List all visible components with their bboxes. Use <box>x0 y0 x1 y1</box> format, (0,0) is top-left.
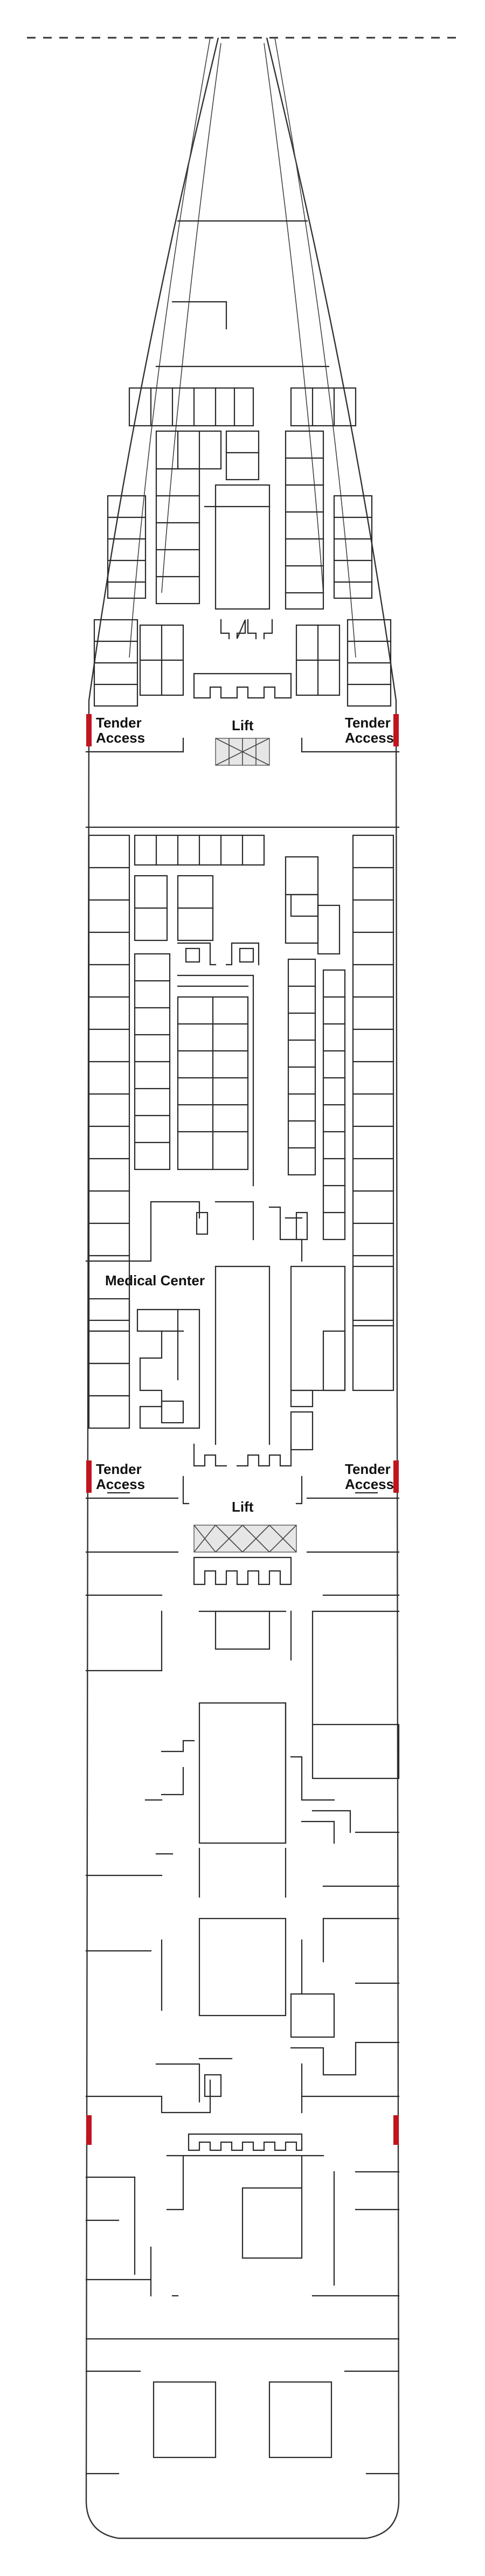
tender-marker-starboard-1 <box>393 714 399 746</box>
aft-section <box>85 1551 400 2475</box>
tender-marker-port-2 <box>86 1460 92 1493</box>
tender-marker-port-3 <box>86 2115 92 2145</box>
lift-1-stairs <box>215 738 270 766</box>
tender-access-label-port-1-line2: Access <box>96 730 145 746</box>
hull-outline <box>85 37 400 2539</box>
lift-label-2: Lift <box>232 1499 254 1515</box>
tender-marker-starboard-2 <box>393 1460 399 1493</box>
bow-inner-line <box>264 43 324 593</box>
tender-access-label-starboard-2-line1: Tender <box>345 1461 391 1477</box>
lift-2-area <box>85 1443 400 1585</box>
medical-center-label: Medical Center <box>105 1272 205 1289</box>
tender-access-label-port-2-line1: Tender <box>96 1461 142 1477</box>
tender-access-label-starboard-1-line1: Tender <box>345 715 391 731</box>
tender-marker-port-1 <box>86 714 92 746</box>
tender-access-label-port-1-line1: Tender <box>96 715 142 731</box>
tender-access-label-starboard-1-line2: Access <box>345 730 394 746</box>
tender-access-label-starboard-2-line2: Access <box>345 1476 394 1492</box>
bow-section <box>93 220 392 707</box>
bow-inner-line <box>274 37 356 658</box>
bow-inner-line <box>161 43 221 593</box>
bow-inner-line <box>129 37 211 658</box>
lift-label-1: Lift <box>232 717 254 733</box>
medical-center-rooms <box>88 1265 394 1451</box>
tender-marker-starboard-3 <box>393 2115 399 2145</box>
tender-access-label-port-2-line2: Access <box>96 1476 145 1492</box>
midship-cabins <box>85 834 394 1321</box>
